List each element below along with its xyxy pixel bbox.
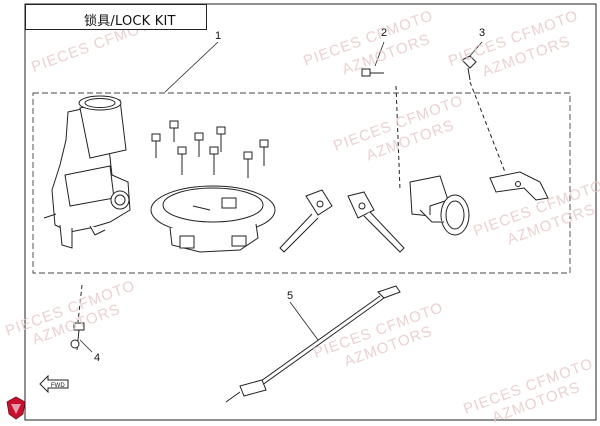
- forward-arrow-icon: FWD: [39, 375, 69, 393]
- callout-4: 4: [94, 352, 101, 364]
- page-title: 锁具/LOCK KIT: [84, 14, 176, 29]
- seat-lock-cable: [225, 285, 401, 403]
- callout-1: 1: [215, 30, 222, 42]
- lock-kit-dashed-box: [32, 92, 571, 274]
- title-box: 锁具/LOCK KIT: [25, 4, 207, 30]
- mounting-bracket: [461, 55, 549, 201]
- callout-2: 2: [381, 27, 388, 39]
- lock-bracket: [361, 68, 470, 236]
- fwd-label: FWD: [51, 383, 65, 389]
- diagram-border: [24, 3, 597, 421]
- ignition-keys: [279, 189, 405, 253]
- callout-3: 3: [479, 27, 486, 39]
- bolt-set: [151, 120, 269, 178]
- bolt-part-4: [70, 284, 85, 351]
- fuel-tank-cap: [150, 185, 276, 253]
- callout-5: 5: [287, 290, 294, 302]
- red-shield-logo: [6, 396, 26, 420]
- ignition-switch: [43, 95, 131, 249]
- leader-lines: [79, 41, 483, 353]
